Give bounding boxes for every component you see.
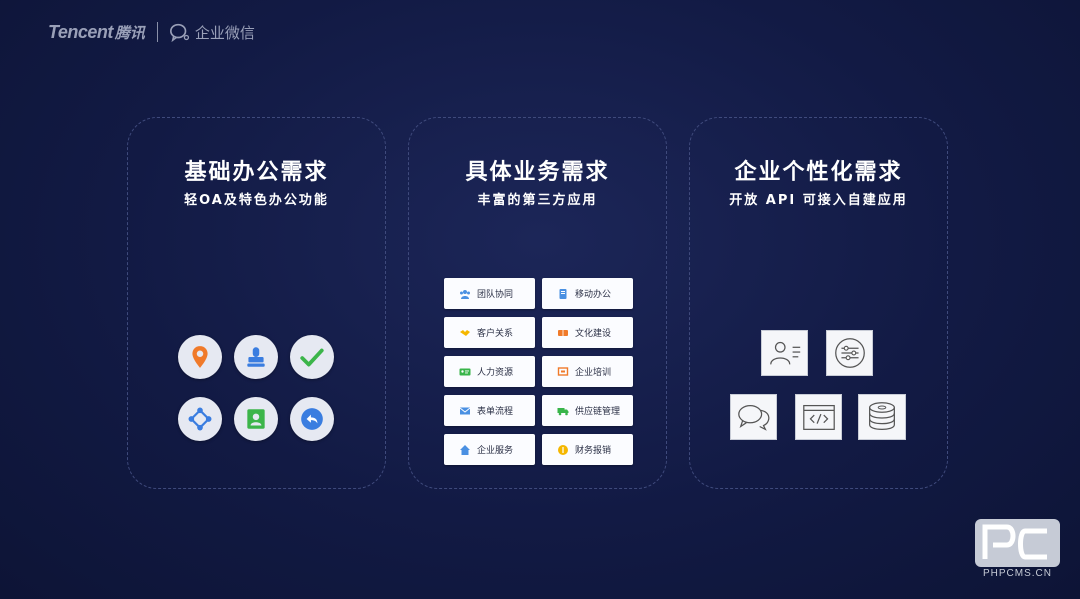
card-subtitle: 丰富的第三方应用	[477, 193, 598, 208]
coin-icon	[558, 444, 568, 455]
app-label: 财务报销	[575, 446, 612, 456]
card-title: 具体业务需求	[465, 160, 610, 185]
truck-icon	[557, 407, 569, 415]
chat-bubbles-icon	[730, 394, 777, 440]
app-label: 表单流程	[477, 407, 514, 417]
card-title: 基础办公需求	[184, 160, 329, 185]
settings-sliders-icon	[826, 330, 873, 376]
team-icon	[460, 289, 470, 299]
app-label: 客户关系	[477, 329, 514, 339]
id-card-icon	[459, 368, 471, 375]
home-icon	[460, 444, 470, 455]
card-title: 企业个性化需求	[734, 160, 903, 185]
app-label: 企业培训	[575, 368, 612, 378]
header-brand: Tencent 腾讯 企业微信	[48, 20, 255, 44]
header-divider	[156, 22, 158, 42]
mail-icon	[459, 407, 471, 414]
phpcms-text: PHPCMS.CN	[982, 568, 1052, 579]
location-pin-icon	[178, 335, 222, 379]
training-icon	[557, 366, 569, 376]
stamp-icon	[234, 335, 278, 379]
book-icon	[558, 329, 568, 336]
phpcms-watermark: PHPCMS.CN	[975, 519, 1060, 581]
wecom-product-name: 企业微信	[194, 23, 255, 42]
phpcms-logo	[975, 519, 1060, 567]
app-supply-chain[interactable]: 供应链管理	[542, 395, 633, 426]
app-label: 企业服务	[477, 446, 514, 456]
app-label: 供应链管理	[575, 407, 621, 417]
app-label: 文化建设	[575, 329, 612, 339]
code-icon	[795, 394, 842, 440]
app-enterprise-training[interactable]: 企业培训	[542, 356, 633, 387]
wecom-logo-icon	[169, 23, 189, 43]
tencent-logo-cn: 腾讯	[114, 23, 145, 42]
contact-card-icon	[234, 397, 278, 441]
app-human-resources[interactable]: 人力资源	[444, 356, 535, 387]
app-form-process[interactable]: 表单流程	[444, 395, 535, 426]
card-business-needs: 具体业务需求 丰富的第三方应用 团队协同 移动办公 客户关系 文化建设 人力资源…	[408, 117, 667, 489]
handshake-icon	[460, 329, 470, 336]
check-icon	[290, 335, 334, 379]
app-enterprise-service[interactable]: 企业服务	[444, 434, 535, 465]
card-subtitle: 开放 API 可接入自建应用	[729, 193, 908, 208]
card-custom-needs: 企业个性化需求 开放 API 可接入自建应用	[689, 117, 948, 489]
app-label: 人力资源	[477, 368, 514, 378]
mobile-doc-icon	[559, 288, 567, 299]
database-icon	[858, 394, 906, 440]
app-culture-building[interactable]: 文化建设	[542, 317, 633, 348]
user-profile-icon	[761, 330, 808, 376]
reply-bubble-icon	[290, 397, 334, 441]
app-finance-reimburse[interactable]: 财务报销	[542, 434, 633, 465]
app-mobile-office[interactable]: 移动办公	[542, 278, 633, 309]
tencent-logo-text: Tencent	[48, 21, 113, 42]
app-customer-relations[interactable]: 客户关系	[444, 317, 535, 348]
app-label: 团队协同	[477, 290, 514, 300]
card-basic-office: 基础办公需求 轻OA及特色办公功能	[127, 117, 386, 489]
app-team-collab[interactable]: 团队协同	[444, 278, 535, 309]
card-subtitle: 轻OA及特色办公功能	[184, 193, 329, 208]
app-label: 移动办公	[575, 290, 612, 300]
share-network-icon	[178, 397, 222, 441]
